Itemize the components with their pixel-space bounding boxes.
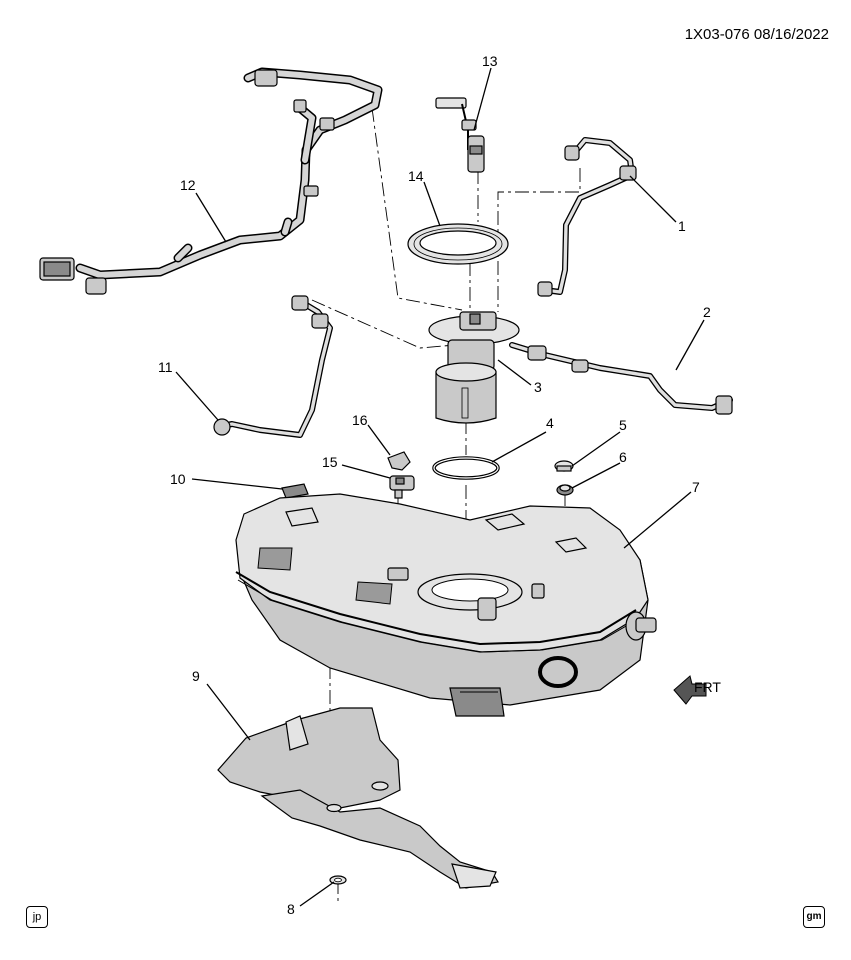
front-direction-arrow: FRT — [673, 675, 721, 705]
part-5-cap — [554, 460, 574, 472]
callout-3: 3 — [534, 379, 542, 395]
callout-4: 4 — [546, 415, 554, 431]
callout-11: 11 — [158, 359, 173, 375]
part-9-heat-shield — [217, 707, 499, 889]
callout-15: 15 — [322, 454, 338, 470]
part-11-vapor-pipe — [213, 295, 333, 438]
part-3-fuel-pump-module — [428, 311, 520, 424]
part-7-fuel-tank — [235, 493, 657, 717]
callout-6: 6 — [619, 449, 627, 465]
figure-date: 08/16/2022 — [753, 26, 829, 43]
part-14-lock-ring — [407, 223, 509, 265]
callout-2: 2 — [703, 304, 711, 320]
callout-10: 10 — [170, 471, 186, 487]
leader-lines — [175, 67, 705, 907]
part-1-fuel-pipe — [537, 137, 637, 297]
gm-logo-badge: gm — [803, 906, 825, 928]
callout-5: 5 — [619, 417, 627, 433]
part-4-seal — [432, 456, 500, 480]
callout-13: 13 — [482, 53, 498, 69]
part-12-wiring-harness — [39, 67, 383, 295]
part-2-fuel-feed-pipe — [509, 342, 733, 415]
callout-labels: 1 2 3 4 5 6 7 8 9 10 11 12 13 14 15 16 — [158, 53, 711, 917]
figure-code: 1X03-076 — [684, 26, 750, 43]
part-15-valve — [389, 475, 415, 499]
part-6-grommet — [556, 484, 574, 496]
callout-14: 14 — [408, 168, 424, 184]
callout-9: 9 — [192, 668, 200, 684]
part-10-pad — [281, 483, 309, 499]
part-16-clip — [387, 451, 411, 471]
callout-16: 16 — [352, 412, 368, 428]
figure-header: 1X03-076 08/16/2022 — [685, 26, 829, 43]
callout-1: 1 — [678, 218, 686, 234]
region-badge-jp: jp — [26, 906, 48, 928]
callout-7: 7 — [692, 479, 700, 495]
front-arrow-label: FRT — [694, 679, 721, 695]
callout-8: 8 — [287, 901, 295, 917]
callout-12: 12 — [180, 177, 196, 193]
part-13-fuel-level-sender — [435, 97, 485, 173]
